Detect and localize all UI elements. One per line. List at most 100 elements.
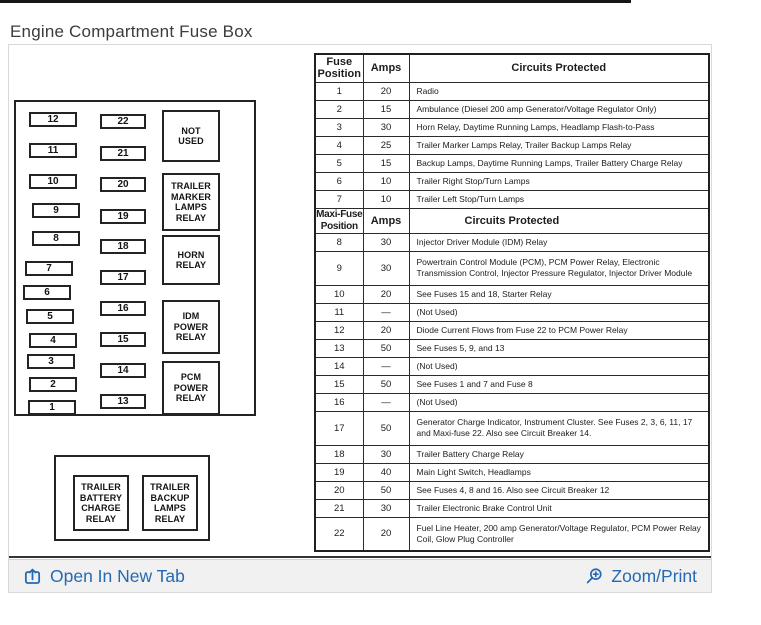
amps-header: Amps (362, 207, 410, 234)
fuse-11: 11 (29, 143, 77, 158)
top-edge-line (0, 0, 631, 3)
table-row: 14—(Not Used) (314, 356, 710, 376)
fuse-21: 21 (100, 146, 146, 161)
fuse-22: 22 (100, 114, 146, 129)
fuse-10: 10 (29, 174, 77, 189)
relay-label: HORN RELAY (162, 235, 220, 285)
fuse-position-cell: 5 (314, 153, 364, 173)
amps-cell: 15 (362, 99, 410, 119)
fuse-position-cell: 7 (314, 189, 364, 209)
relay-label: TRAILER MARKER LAMPS RELAY (162, 173, 220, 231)
table-row: 11—(Not Used) (314, 302, 710, 322)
fuse-position-cell: 9 (314, 250, 364, 286)
zoom-print-link[interactable]: Zoom/Print (585, 566, 697, 587)
circuits-cell: Trailer Marker Lamps Relay, Trailer Back… (408, 135, 710, 155)
fuse-position-cell: 13 (314, 338, 364, 358)
fuse-position-cell: 12 (314, 320, 364, 340)
fuse-18: 18 (100, 239, 146, 254)
scan-bottom-edge (9, 556, 711, 558)
fuse-position-cell: 22 (314, 516, 364, 552)
fuse-17: 17 (100, 270, 146, 285)
circuits-protected-header: Circuits Protected (408, 207, 710, 234)
fuse-13: 13 (100, 394, 146, 409)
amps-cell: 25 (362, 135, 410, 155)
relay-label: NOT USED (162, 110, 220, 162)
amps-cell: 30 (362, 444, 410, 464)
circuits-cell: Injector Driver Module (IDM) Relay (408, 232, 710, 252)
circuits-cell: See Fuses 15 and 18, Starter Relay (408, 284, 710, 304)
circuits-cell: Diode Current Flows from Fuse 22 to PCM … (408, 320, 710, 340)
fuse-7: 7 (25, 261, 73, 276)
maxi-fuse-header-row: Maxi-Fuse Position Amps Circuits Protect… (314, 207, 710, 234)
fuse-position-cell: 8 (314, 232, 364, 252)
circuits-cell: See Fuses 4, 8 and 16. Also see Circuit … (408, 480, 710, 500)
circuits-cell: Horn Relay, Daytime Running Lamps, Headl… (408, 117, 710, 137)
open-in-new-tab-link[interactable]: Open In New Tab (23, 566, 185, 587)
fuse-6: 6 (23, 285, 71, 300)
circuits-cell: Trailer Battery Charge Relay (408, 444, 710, 464)
page-title: Engine Compartment Fuse Box (10, 22, 253, 41)
amps-cell: 50 (362, 374, 410, 394)
amps-cell: 20 (362, 284, 410, 304)
amps-cell: 30 (362, 498, 410, 518)
amps-cell: — (362, 302, 410, 322)
circuits-cell: Trailer Left Stop/Turn Lamps (408, 189, 710, 209)
fuse-position-cell: 15 (314, 374, 364, 394)
fuse-5: 5 (26, 309, 74, 324)
amps-cell: 50 (362, 480, 410, 500)
box-arrow-up-icon (23, 567, 42, 586)
fuse-15: 15 (100, 332, 146, 347)
fuse-position-cell: 16 (314, 392, 364, 412)
circuits-protected-header: Circuits Protected (408, 53, 710, 83)
fuse-position-cell: 6 (314, 171, 364, 191)
circuits-cell: (Not Used) (408, 356, 710, 376)
amps-cell: 20 (362, 81, 410, 101)
amps-cell: 30 (362, 117, 410, 137)
magnifier-plus-icon (585, 567, 603, 585)
fuse-position-cell: 1 (314, 81, 364, 101)
table-header-row: Fuse Position Amps Circuits Protected (314, 53, 710, 83)
fuse-position-cell: 20 (314, 480, 364, 500)
circuits-cell: Trailer Right Stop/Turn Lamps (408, 171, 710, 191)
fuse-12: 12 (29, 112, 77, 127)
circuits-cell: (Not Used) (408, 392, 710, 412)
fuse-19: 19 (100, 209, 146, 224)
fuse-position-header: Fuse Position (314, 53, 364, 83)
fuse-4: 4 (29, 333, 77, 348)
fuse-1: 1 (28, 400, 76, 415)
amps-cell: 10 (362, 189, 410, 209)
amps-cell: 20 (362, 516, 410, 552)
amps-cell: 40 (362, 462, 410, 482)
relay-label: IDM POWER RELAY (162, 300, 220, 354)
fuse-8: 8 (32, 231, 80, 246)
circuits-cell: Powertrain Control Module (PCM), PCM Pow… (408, 250, 710, 286)
fuse-16: 16 (100, 301, 146, 316)
circuits-cell: Generator Charge Indicator, Instrument C… (408, 410, 710, 446)
fuse-position-cell: 11 (314, 302, 364, 322)
amps-cell: 20 (362, 320, 410, 340)
relay-label: TRAILER BACKUP LAMPS RELAY (142, 475, 198, 531)
circuits-cell: See Fuses 5, 9, and 13 (408, 338, 710, 358)
fuse-20: 20 (100, 177, 146, 192)
circuits-cell: Main Light Switch, Headlamps (408, 462, 710, 482)
maxi-fuse-position-header: Maxi-Fuse Position (314, 207, 364, 234)
zoom-link-label: Zoom/Print (611, 565, 697, 586)
amps-cell: 10 (362, 171, 410, 191)
amps-header: Amps (362, 53, 410, 83)
fuse-position-cell: 14 (314, 356, 364, 376)
